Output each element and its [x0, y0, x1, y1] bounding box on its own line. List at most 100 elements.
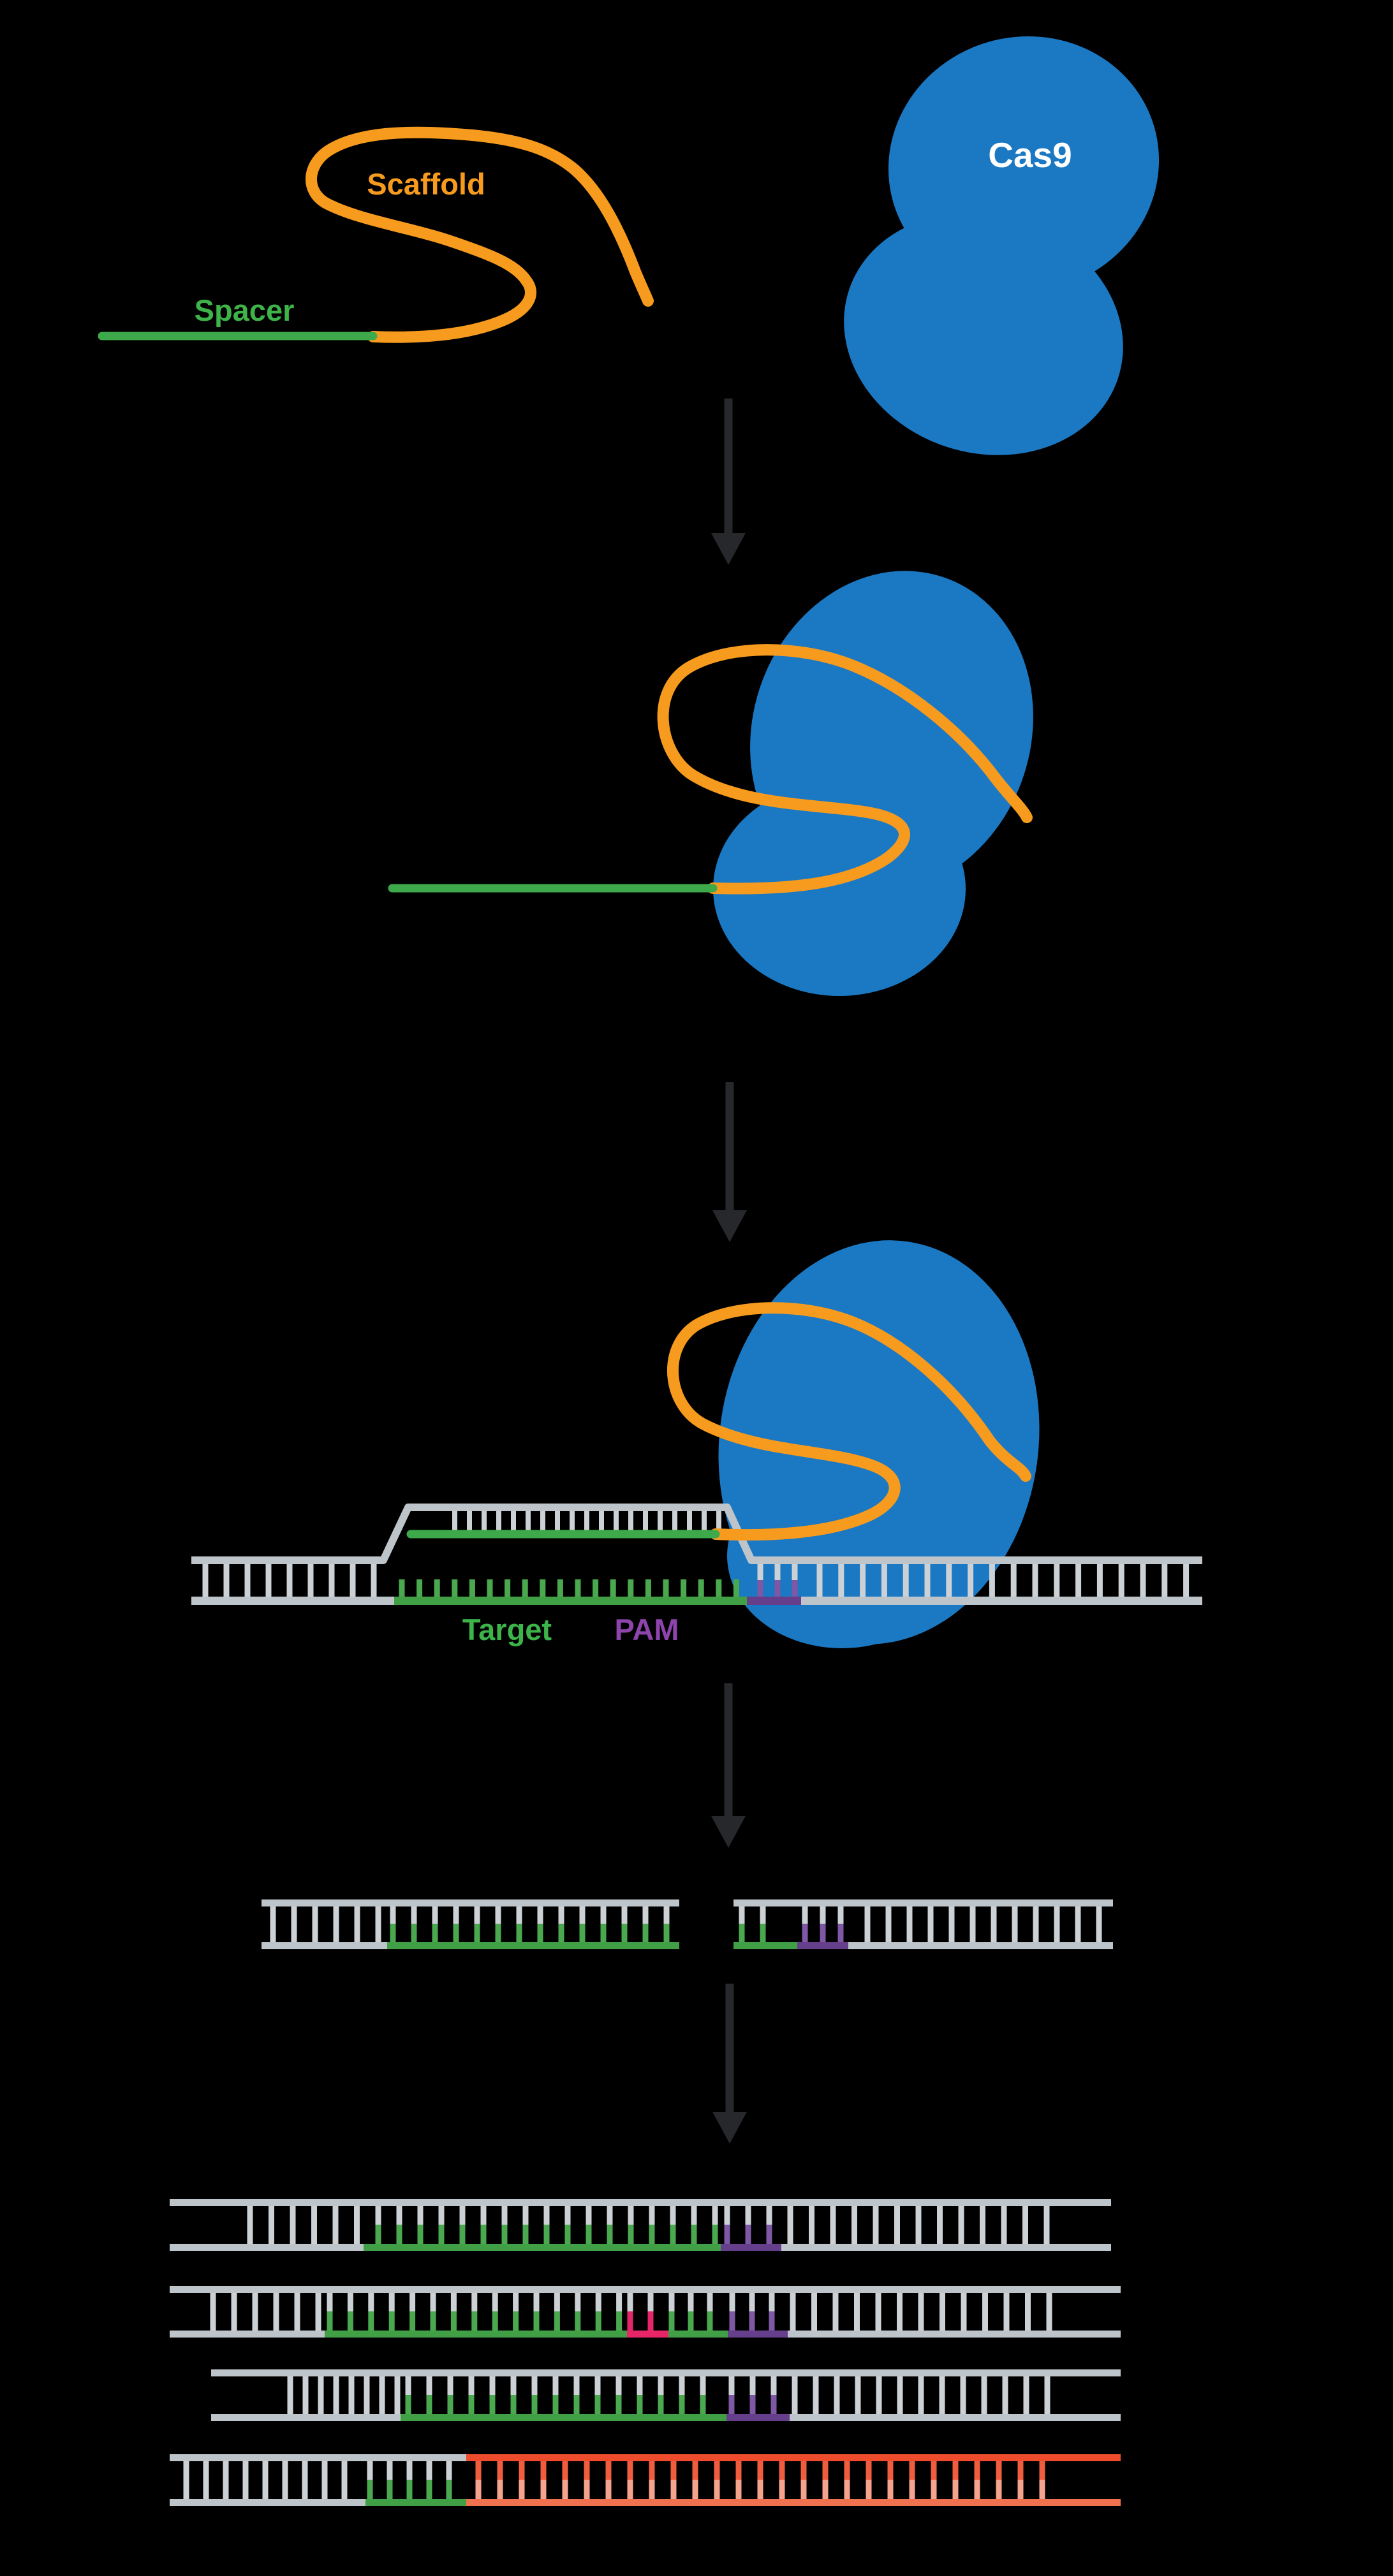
base-pair-rung [816, 1564, 823, 1597]
base-pair-rung [459, 2225, 466, 2244]
base-pair-rung [980, 2206, 985, 2244]
base-pair-rung [649, 2480, 655, 2499]
base-pair-rung [223, 2461, 229, 2499]
cas9-protein [844, 36, 1160, 455]
base-pair-rung [952, 2480, 959, 2499]
base-pair-rung [526, 1511, 531, 1530]
base-pair-rung [328, 1564, 335, 1597]
base-pair-rung [749, 2395, 756, 2414]
base-pair-rung [600, 1924, 607, 1942]
base-pair-rung [766, 2206, 772, 2225]
target-dna-double-helix [191, 1504, 1202, 1605]
stage-sgrna-components: Cas9 Scaffold Spacer [98, 36, 1160, 455]
down-arrow-head [711, 1816, 746, 1848]
cut-dna-fragment-left [262, 1899, 679, 1949]
base-pair-rung [672, 1511, 677, 1530]
base-pair-rung [203, 2461, 209, 2499]
base-pair-rung [579, 1906, 586, 1924]
base-pair-rung [881, 1564, 887, 1597]
base-pair-rung [918, 2293, 924, 2331]
base-pair-rung [873, 2206, 879, 2244]
dna-bottom-strand [466, 2499, 1121, 2506]
base-pair-rung [692, 2480, 698, 2499]
base-pair-rung [952, 2461, 959, 2480]
base-pair-rung [802, 1924, 808, 1942]
base-pair-rung [593, 1579, 599, 1598]
base-pair-rung [540, 2461, 547, 2480]
base-pair-rung [450, 2293, 457, 2311]
base-pair-rung [1017, 2480, 1024, 2499]
base-pair-rung [809, 2206, 814, 2244]
base-pair-rung [688, 2293, 694, 2311]
base-pair-rung [387, 2480, 393, 2499]
base-pair-rung [830, 2206, 836, 2244]
dna-bottom-strand [394, 1597, 747, 1605]
base-pair-rung [311, 2206, 317, 2244]
base-pair-rung [658, 2376, 664, 2395]
base-pair-rung [327, 2293, 333, 2311]
base-pair-rung [760, 1906, 766, 1924]
base-pair-rung [837, 1906, 844, 1924]
base-pair-rung [974, 2461, 980, 2480]
base-pair-rung [915, 2206, 922, 2244]
base-pair-rung [554, 2293, 560, 2311]
base-pair-rung [822, 2480, 829, 2499]
base-pair-rung [575, 2293, 581, 2311]
base-pair-rung [468, 2376, 475, 2395]
base-pair-rung [616, 2311, 623, 2331]
base-pair-rung [875, 2293, 881, 2331]
down-arrow-head [711, 533, 746, 565]
base-pair-rung [368, 2311, 374, 2331]
base-pair-rung [573, 2376, 580, 2395]
down-arrow-head [712, 2112, 747, 2144]
base-pair-rung [729, 2293, 735, 2311]
base-pair-rung [996, 2480, 1002, 2499]
base-pair-rung [757, 2461, 763, 2480]
base-pair-rung [937, 2206, 943, 2244]
dna-top-strand [466, 2454, 1121, 2461]
base-pair-rung [770, 2395, 777, 2414]
base-pair-rung [438, 2206, 445, 2225]
dna-bottom-strand [781, 2244, 1111, 2251]
base-pair-rung [375, 1906, 381, 1942]
base-pair-rung [615, 2376, 622, 2395]
base-pair-rung [522, 1579, 528, 1598]
base-pair-rung [417, 2225, 424, 2244]
base-pair-rung [628, 1579, 634, 1598]
dna-top-strand [170, 2454, 466, 2461]
base-pair-rung [584, 2480, 590, 2499]
base-pair-rung [557, 1579, 563, 1598]
base-pair-rung [273, 2293, 279, 2331]
base-pair-rung [989, 1564, 995, 1597]
dna-bottom-strand [728, 2331, 788, 2338]
base-pair-rung [417, 2206, 424, 2225]
base-pair-rung [687, 1511, 692, 1530]
base-pair-rung [813, 2376, 819, 2414]
base-pair-rung [621, 1906, 628, 1924]
dna-bottom-strand [848, 1942, 1113, 1949]
base-pair-rung [832, 2293, 839, 2331]
dna-bottom-strand [170, 2331, 325, 2338]
base-pair-rung [605, 2461, 612, 2480]
base-pair-rung [562, 2480, 568, 2499]
dna-bottom-strand [747, 1597, 801, 1605]
base-pair-rung [909, 2461, 915, 2480]
base-pair-rung [658, 2395, 664, 2414]
base-pair-rung [1183, 1564, 1190, 1597]
dna-bottom-strand [733, 1942, 797, 1949]
base-pair-rung [210, 2293, 216, 2331]
base-pair-rung [1075, 1564, 1082, 1597]
dna-bottom-strand [627, 2331, 668, 2338]
base-pair-rung [779, 2480, 785, 2499]
base-pair-rung [735, 2461, 742, 2480]
base-pair-rung [492, 2311, 498, 2331]
base-pair-rung [948, 1906, 955, 1942]
base-pair-rung [252, 2293, 258, 2331]
base-pair-rung [312, 1906, 318, 1942]
base-pair-rung [475, 2480, 482, 2499]
base-pair-rung [489, 2376, 496, 2395]
base-pair-rung [399, 1579, 405, 1598]
base-pair-rung [492, 2293, 498, 2311]
base-pair-rung [906, 1906, 913, 1942]
base-pair-rung [516, 1906, 522, 1924]
